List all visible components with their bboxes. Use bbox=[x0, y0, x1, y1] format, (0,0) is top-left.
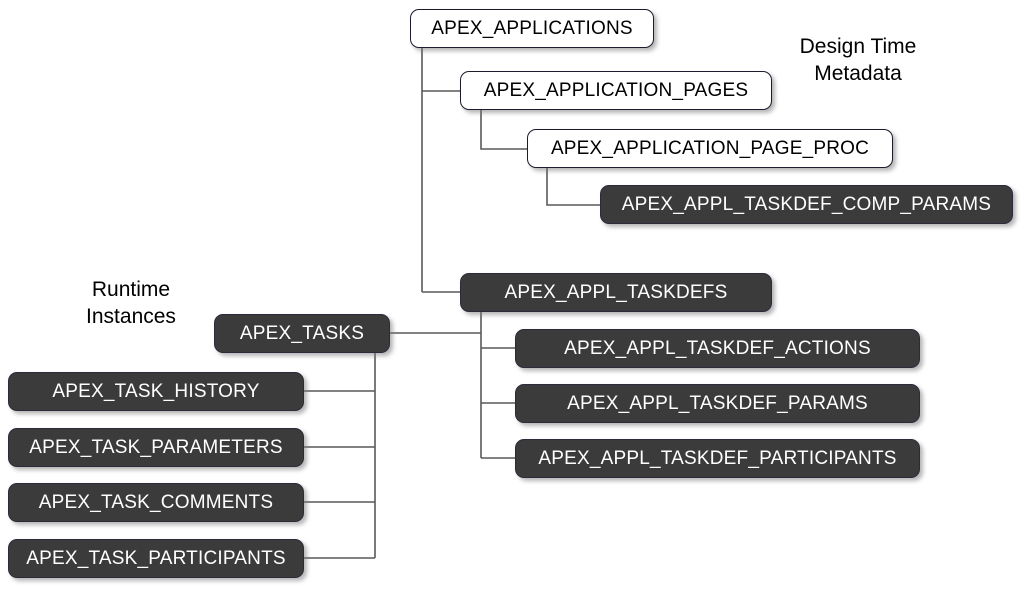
node-apex-applications[interactable]: APEX_APPLICATIONS bbox=[410, 9, 654, 48]
node-apex-appl-taskdef-comp-params[interactable]: APEX_APPL_TASKDEF_COMP_PARAMS bbox=[600, 185, 1013, 224]
node-apex-application-pages-label: APEX_APPLICATION_PAGES bbox=[483, 80, 749, 101]
caption-design-time-line1: Design Time bbox=[799, 35, 917, 58]
node-apex-tasks[interactable]: APEX_TASKS bbox=[214, 314, 390, 353]
node-apex-task-comments[interactable]: APEX_TASK_COMMENTS bbox=[8, 483, 304, 522]
connector-pageproc-to-compparams bbox=[546, 168, 600, 206]
caption-runtime: Runtime Instances bbox=[56, 277, 206, 331]
node-apex-appl-taskdefs[interactable]: APEX_APPL_TASKDEFS bbox=[460, 273, 772, 312]
node-apex-task-parameters[interactable]: APEX_TASK_PARAMETERS bbox=[8, 428, 304, 467]
node-apex-appl-taskdefs-label: APEX_APPL_TASKDEFS bbox=[504, 282, 728, 303]
node-apex-appl-taskdef-participants-label: APEX_APPL_TASKDEF_PARTICIPANTS bbox=[538, 448, 897, 469]
caption-design-time: Design Time Metadata bbox=[768, 34, 948, 88]
node-apex-appl-taskdef-participants[interactable]: APEX_APPL_TASKDEF_PARTICIPANTS bbox=[515, 439, 920, 478]
node-apex-application-page-proc[interactable]: APEX_APPLICATION_PAGE_PROC bbox=[527, 129, 893, 168]
node-apex-task-participants[interactable]: APEX_TASK_PARTICIPANTS bbox=[8, 539, 304, 578]
node-apex-task-history[interactable]: APEX_TASK_HISTORY bbox=[8, 372, 304, 411]
node-apex-application-page-proc-label: APEX_APPLICATION_PAGE_PROC bbox=[550, 138, 870, 159]
node-apex-task-participants-label: APEX_TASK_PARTICIPANTS bbox=[26, 548, 286, 569]
node-apex-applications-label: APEX_APPLICATIONS bbox=[431, 18, 633, 39]
caption-runtime-line2: Instances bbox=[86, 304, 176, 328]
node-apex-appl-taskdef-params[interactable]: APEX_APPL_TASKDEF_PARAMS bbox=[515, 384, 920, 423]
node-apex-appl-taskdef-actions[interactable]: APEX_APPL_TASKDEF_ACTIONS bbox=[515, 329, 920, 368]
node-apex-appl-taskdef-comp-params-label: APEX_APPL_TASKDEF_COMP_PARAMS bbox=[621, 194, 992, 215]
caption-runtime-line1: Runtime bbox=[91, 278, 171, 301]
node-apex-tasks-label: APEX_TASKS bbox=[239, 323, 365, 344]
node-apex-appl-taskdef-actions-label: APEX_APPL_TASKDEF_ACTIONS bbox=[564, 338, 871, 359]
node-apex-task-parameters-label: APEX_TASK_PARAMETERS bbox=[29, 437, 283, 458]
node-apex-appl-taskdef-params-label: APEX_APPL_TASKDEF_PARAMS bbox=[567, 393, 868, 414]
caption-design-time-line2: Metadata bbox=[814, 61, 902, 85]
node-apex-task-history-label: APEX_TASK_HISTORY bbox=[52, 381, 260, 402]
connector-pages-to-pageproc bbox=[480, 110, 527, 150]
node-apex-application-pages[interactable]: APEX_APPLICATION_PAGES bbox=[460, 71, 772, 110]
node-apex-task-comments-label: APEX_TASK_COMMENTS bbox=[38, 492, 274, 513]
